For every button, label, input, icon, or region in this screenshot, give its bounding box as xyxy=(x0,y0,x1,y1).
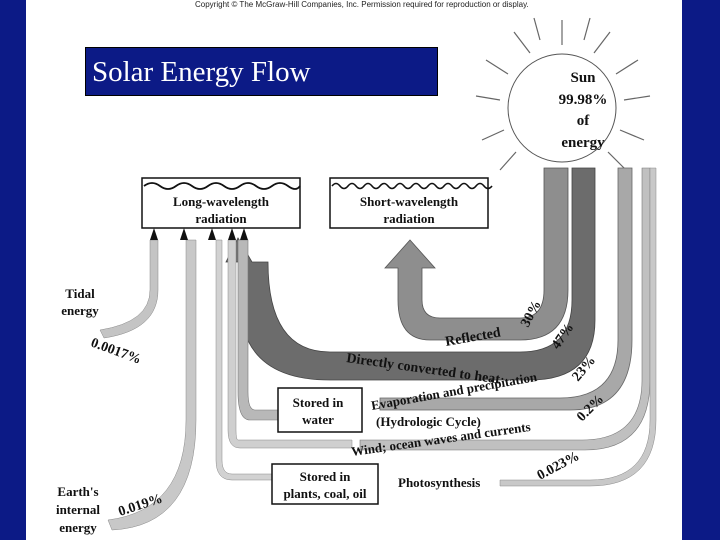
long-wavelength-box: Long-wavelength radiation xyxy=(141,177,301,229)
longwave-icon xyxy=(143,182,301,190)
tidal-flow xyxy=(99,239,159,339)
evaporation-label-2: (Hydrologic Cycle) xyxy=(376,414,481,429)
shortwave-label-2: radiation xyxy=(383,211,435,226)
earth-internal-flow xyxy=(107,239,197,531)
slide-title: Solar Energy Flow xyxy=(92,56,311,88)
short-wavelength-box: Short-wavelength radiation xyxy=(329,177,493,229)
sun-rays xyxy=(475,17,651,171)
evaporation-flow xyxy=(379,167,633,411)
earth-internal-label-1: Earth's xyxy=(57,484,98,499)
tidal-pct: 0.0017% xyxy=(89,336,143,368)
sun: Sun 99.98% of energy xyxy=(475,17,651,171)
stored-plants-label-1: Stored in xyxy=(300,469,351,484)
stored-water-label-1: Stored in xyxy=(293,395,344,410)
sun-disk xyxy=(507,53,617,163)
earth-internal-label-2: internal xyxy=(56,502,100,517)
sun-label-3: of xyxy=(577,113,591,129)
photosynthesis-label: Photosynthesis xyxy=(398,475,480,490)
shortwave-label-1: Short-wavelength xyxy=(360,194,459,209)
stored-plants-box: Stored in plants, coal, oil xyxy=(271,463,379,505)
sun-label-1: Sun xyxy=(570,70,596,86)
longwave-label-1: Long-wavelength xyxy=(173,194,270,209)
title-box: Solar Energy Flow xyxy=(85,47,438,96)
copyright-notice: Copyright © The McGraw-Hill Companies, I… xyxy=(195,0,529,9)
stored-water-label-2: water xyxy=(302,412,334,427)
photosynthesis-flow xyxy=(499,167,657,487)
earth-internal-label-3: energy xyxy=(59,520,97,535)
direct-heat-flow xyxy=(225,167,596,381)
tidal-label-2: energy xyxy=(61,303,99,318)
wind-return xyxy=(227,239,353,449)
reflected-flow xyxy=(384,167,569,341)
photosynthesis-return xyxy=(215,239,273,481)
shortwave-icon xyxy=(331,182,493,190)
photosynthesis-pct: 0.023% xyxy=(535,449,582,484)
tidal-label-1: Tidal xyxy=(65,286,95,301)
sun-label-4: energy xyxy=(561,135,605,151)
hydrologic-return xyxy=(237,239,363,421)
longwave-label-2: radiation xyxy=(195,211,247,226)
stored-plants-label-2: plants, coal, oil xyxy=(283,486,366,501)
wind-flow xyxy=(359,167,651,451)
stored-water-box: Stored in water xyxy=(277,387,363,433)
sun-label-2: 99.98% xyxy=(559,92,608,108)
longwave-arrowheads xyxy=(150,228,248,240)
